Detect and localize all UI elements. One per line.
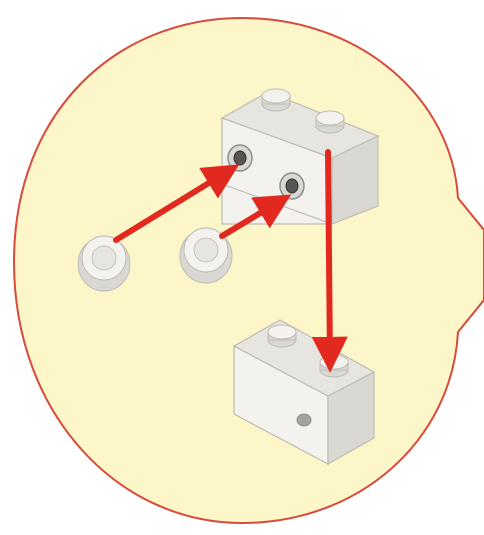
top-stud	[268, 325, 296, 347]
top-stud	[262, 89, 290, 111]
small-round-stud-1	[78, 236, 130, 291]
top-stud	[320, 355, 348, 377]
assembly-arrow	[328, 152, 330, 362]
side-stud-socket	[280, 173, 304, 199]
top-stud	[316, 111, 344, 133]
side-stud-socket	[228, 145, 252, 171]
